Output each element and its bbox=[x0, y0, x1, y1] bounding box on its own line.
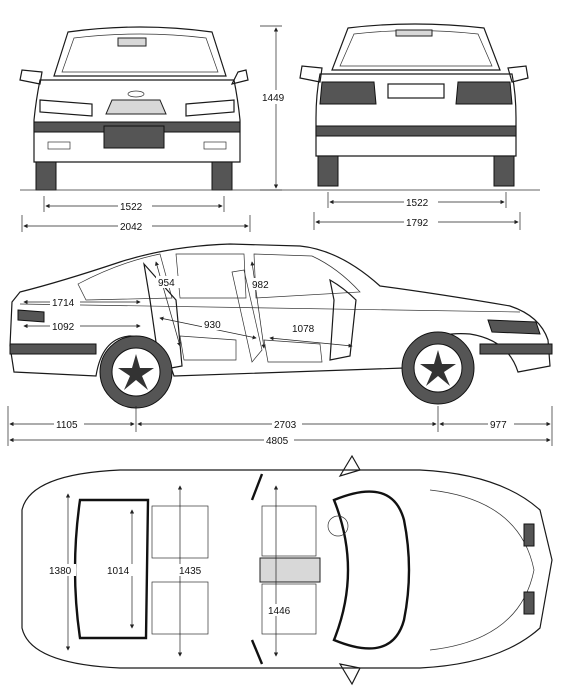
front-track-label: 1522 bbox=[120, 202, 143, 213]
front-view bbox=[19, 26, 249, 191]
front-height-label: 1449 bbox=[262, 93, 285, 104]
rear-view bbox=[299, 23, 529, 187]
interior-length-2-label: 1092 bbox=[52, 322, 75, 333]
front-legroom-label: 1078 bbox=[292, 324, 315, 335]
rear-legroom-label: 930 bbox=[204, 320, 221, 331]
trunk-length-label: 1380 bbox=[49, 566, 72, 577]
rear-shoulder-label: 1435 bbox=[179, 566, 202, 577]
side-view bbox=[9, 243, 553, 409]
top-dimensions bbox=[65, 485, 279, 657]
front-overhang-label: 977 bbox=[490, 420, 507, 431]
rear-track-label: 1522 bbox=[406, 198, 429, 209]
overall-length-label: 4805 bbox=[266, 436, 289, 447]
rear-width-label: 1792 bbox=[406, 218, 429, 229]
front-headroom-label: 982 bbox=[252, 280, 269, 291]
interior-length-1-label: 1714 bbox=[52, 298, 75, 309]
front-width-label: 2042 bbox=[120, 222, 143, 233]
front-shoulder-label: 1446 bbox=[268, 606, 291, 617]
trunk-opening-label: 1014 bbox=[107, 566, 130, 577]
rear-overhang-label: 1105 bbox=[56, 420, 78, 431]
front-height-dimension bbox=[260, 25, 282, 191]
rear-headroom-label: 954 bbox=[158, 278, 175, 289]
top-view bbox=[21, 454, 553, 686]
wheelbase-label: 2703 bbox=[274, 420, 297, 431]
